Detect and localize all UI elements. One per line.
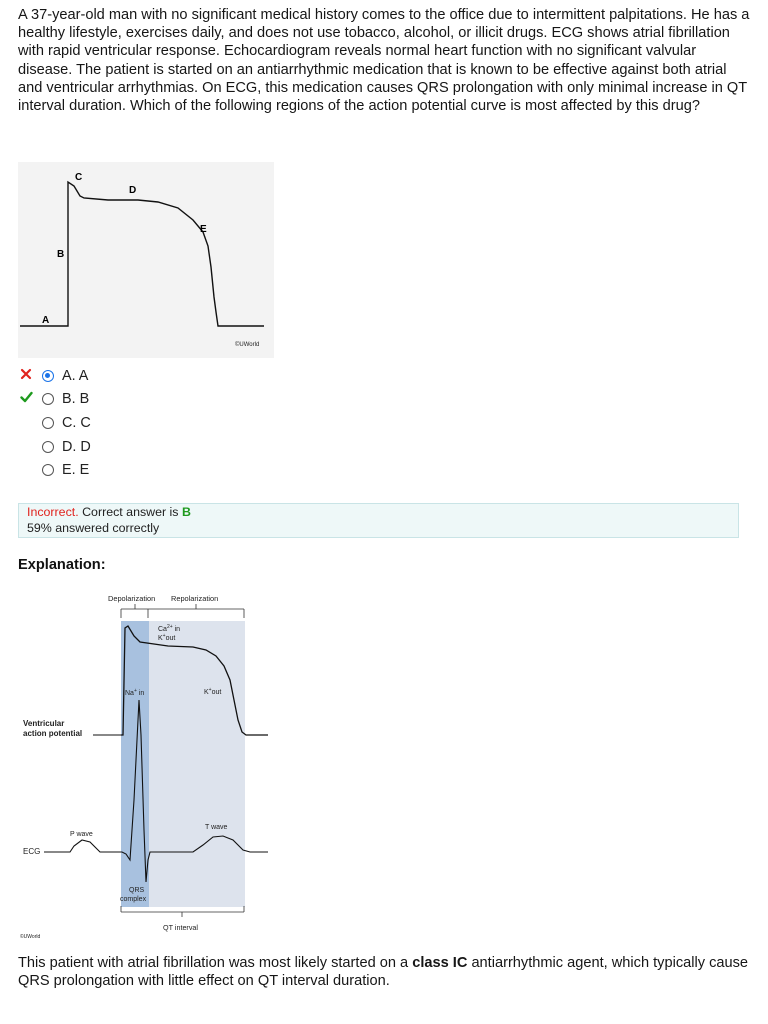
option-e-label: E. E — [62, 462, 90, 479]
option-c-label: C. C — [62, 414, 91, 431]
option-b-radio[interactable] — [42, 393, 54, 406]
figure2-copyright: ©UWorld — [20, 933, 40, 940]
ventricular-label: Ventricular action potential — [23, 719, 82, 738]
answer-options: A. A B. B C. C D. D E. E — [20, 364, 220, 482]
explanation-text: This patient with atrial fibrillation wa… — [18, 955, 749, 990]
depolarization-label: Depolarization — [108, 594, 155, 603]
option-e[interactable]: E. E — [20, 458, 220, 482]
option-b[interactable]: B. B — [20, 388, 220, 412]
depolarization-band — [121, 621, 149, 907]
option-e-radio[interactable] — [42, 464, 54, 477]
check-icon — [20, 389, 42, 409]
result-status: Incorrect. — [27, 505, 79, 519]
action-potential-curve — [20, 180, 264, 327]
option-d-radio[interactable] — [42, 440, 54, 453]
ecg-label: ECG — [23, 847, 40, 856]
correct-answer-letter: B — [181, 505, 191, 519]
label-c: C — [75, 172, 82, 183]
repolarization-label: Repolarization — [171, 594, 218, 603]
ecg-trace — [44, 699, 268, 883]
option-d-label: D. D — [62, 438, 91, 455]
qt-interval-label: QT interval — [163, 923, 198, 932]
option-c[interactable]: C. C — [20, 411, 220, 435]
na-in-label: Na+ in — [125, 688, 144, 697]
action-potential-figure: A B C D E ©UWorld — [18, 162, 274, 358]
label-a: A — [42, 315, 49, 326]
qrs-complex-label: QRS complex — [120, 887, 147, 903]
t-wave-label: T wave — [205, 824, 228, 831]
percent-correct: 59% answered correctly — [27, 520, 160, 535]
explanation-title: Explanation: — [18, 557, 106, 573]
option-a[interactable]: A. A — [20, 364, 220, 388]
label-e: E — [200, 224, 207, 235]
k-out-label: K+out — [204, 687, 221, 696]
option-b-label: B. B — [62, 391, 90, 408]
result-line: Incorrect. Correct answer is B — [27, 505, 730, 521]
explanation-figure: Depolarization Repolarization Ventricula… — [20, 594, 268, 940]
option-c-radio[interactable] — [42, 416, 54, 429]
ca-in-k-out-label: Ca2+ in K+out — [158, 624, 182, 642]
p-wave-label: P wave — [70, 831, 93, 838]
figure-background — [18, 162, 274, 358]
repolarization-band — [149, 621, 245, 907]
option-d[interactable]: D. D — [20, 435, 220, 459]
drug-class: class IC — [412, 955, 468, 971]
question-text: A 37-year-old man with no significant me… — [18, 7, 750, 115]
figure-copyright: ©UWorld — [235, 341, 259, 348]
correct-answer-prefix: Correct answer is — [82, 505, 179, 519]
ventricular-action-potential-curve — [121, 625, 268, 736]
result-box: Incorrect. Correct answer is B 59% answe… — [18, 503, 739, 538]
x-icon — [20, 366, 42, 386]
option-a-label: A. A — [62, 367, 89, 384]
label-d: D — [129, 185, 136, 196]
option-a-radio[interactable] — [42, 369, 54, 382]
label-b: B — [57, 249, 64, 260]
